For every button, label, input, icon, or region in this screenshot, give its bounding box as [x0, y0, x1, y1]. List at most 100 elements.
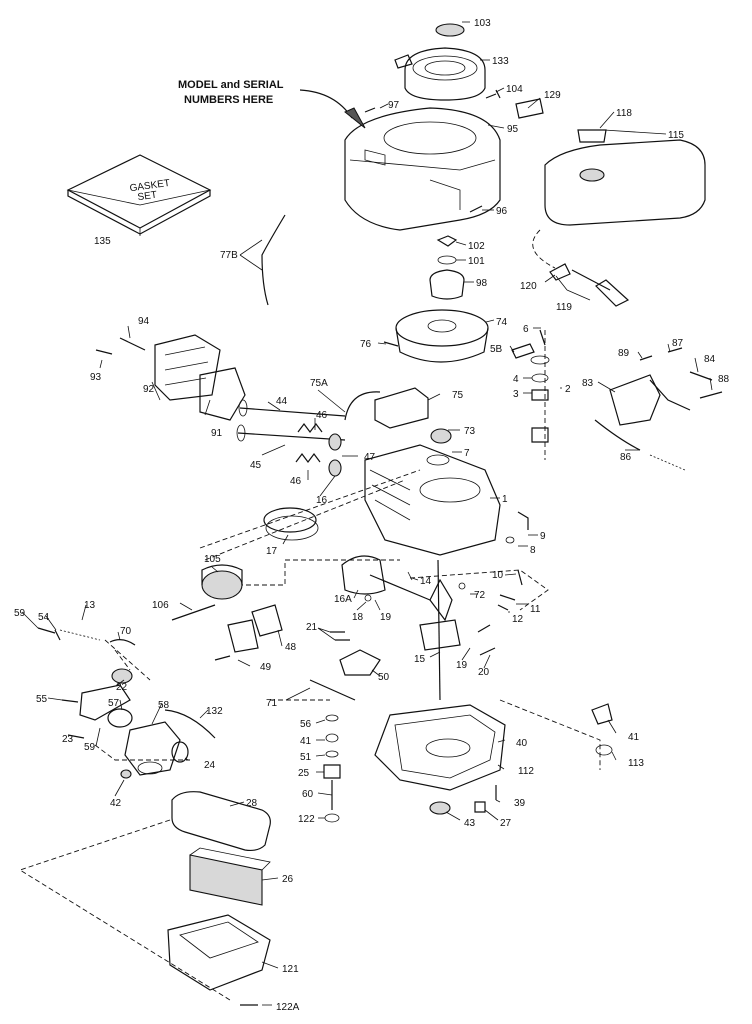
pin-14 — [407, 571, 413, 581]
part-label-46: 46 — [316, 410, 328, 421]
part-label-75: 75 — [452, 390, 464, 401]
link-71 — [164, 709, 216, 739]
part-label-41: 41 — [628, 732, 640, 743]
retainer-47 — [328, 433, 342, 451]
part-label-119: 119 — [556, 302, 572, 313]
part-label-1: 1 — [502, 494, 508, 505]
link-70 — [109, 639, 136, 646]
part-label-14: 14 — [420, 576, 432, 587]
screw-57 — [61, 699, 79, 703]
part-label-28: 28 — [246, 798, 258, 809]
blower-housing-95 — [344, 107, 501, 231]
part-label-41: 41 — [300, 736, 312, 747]
part-label-3: 3 — [513, 389, 519, 400]
piston-16A — [341, 555, 386, 595]
cap-103 — [435, 23, 465, 37]
rod-cap-19 — [477, 624, 491, 633]
part-label-9: 9 — [540, 531, 546, 542]
crankcase-cover-25 — [374, 704, 506, 791]
part-label-42: 42 — [110, 798, 122, 809]
part-label-13: 13 — [84, 600, 96, 611]
primer-55 — [111, 668, 133, 684]
part-label-87: 87 — [672, 338, 684, 349]
part-label-50: 50 — [378, 672, 390, 683]
part-label-105: 105 — [204, 554, 221, 565]
part-label-121: 121 — [282, 964, 299, 975]
screw-50 — [214, 655, 231, 661]
starter-cup-98 — [429, 269, 465, 300]
plate-49 — [227, 619, 259, 653]
head-gasket-91 — [199, 367, 246, 421]
washer-5 — [530, 355, 550, 365]
part-label-122A: 122A — [276, 1002, 300, 1013]
part-label-21: 21 — [306, 622, 318, 633]
valve-head-45 — [236, 424, 246, 442]
fuel-line-119 — [549, 263, 630, 307]
valve-spring-46b — [295, 453, 321, 463]
model-serial-callout-line1: MODEL and SERIAL — [178, 79, 284, 91]
pin-72 — [458, 582, 466, 590]
cylinder-block-1 — [364, 444, 501, 556]
part-label-39: 39 — [514, 798, 526, 809]
part-label-12: 12 — [512, 614, 524, 625]
part-label-106: 106 — [152, 600, 169, 611]
part-label-76: 76 — [360, 339, 372, 350]
gasket-48 — [251, 604, 283, 637]
screw-76 — [383, 341, 399, 347]
screw-59b — [67, 734, 85, 739]
part-label-10: 10 — [492, 570, 504, 581]
valve-head-44 — [238, 399, 248, 417]
part-label-132: 132 — [206, 706, 223, 717]
part-label-48: 48 — [285, 642, 297, 653]
oil-filter-105 — [201, 564, 243, 600]
model-serial-arrow — [299, 89, 353, 119]
part-label-103: 103 — [474, 18, 491, 29]
part-label-84: 84 — [704, 354, 716, 365]
part-label-47: 47 — [364, 452, 376, 463]
part-label-51: 51 — [300, 752, 312, 763]
screw-96 — [469, 205, 483, 213]
part-label-88: 88 — [718, 374, 730, 385]
part-label-22: 22 — [116, 682, 128, 693]
part-label-104: 104 — [506, 84, 523, 95]
part-label-89: 89 — [618, 348, 630, 359]
clip-18 — [364, 594, 372, 602]
gasket-51 — [171, 741, 189, 763]
washer-41b — [325, 750, 339, 758]
washer-54 — [54, 629, 61, 641]
rewind-starter-133 — [394, 47, 486, 101]
part-label-112: 112 — [518, 766, 534, 777]
part-label-54: 54 — [38, 612, 50, 623]
part-label-120: 120 — [520, 281, 537, 292]
part-label-20: 20 — [478, 667, 490, 678]
part-label-45: 45 — [250, 460, 262, 471]
spring-13 — [59, 629, 101, 641]
carburetor-132 — [124, 721, 181, 776]
part-label-2: 2 — [565, 384, 571, 395]
part-label-98: 98 — [476, 278, 488, 289]
spark-plug-94 — [119, 337, 146, 351]
throttle-bracket-83 — [609, 374, 691, 426]
connecting-rod-19 — [369, 574, 431, 601]
part-label-113: 113 — [628, 758, 644, 769]
screws-21 — [330, 631, 350, 641]
spring-86 — [649, 454, 686, 471]
part-label-43: 43 — [464, 818, 476, 829]
part-label-115: 115 — [668, 130, 684, 141]
flywheel-74 — [395, 309, 489, 363]
air-filter-cover-122 — [171, 791, 271, 852]
link-11 — [499, 594, 516, 601]
screw-97 — [364, 107, 376, 113]
ignition-module-75 — [374, 387, 429, 429]
dipstick-113 — [591, 703, 613, 725]
part-label-4: 4 — [513, 374, 519, 385]
model-serial-callout-line2: NUMBERS HERE — [184, 94, 273, 106]
part-label-71: 71 — [266, 698, 278, 709]
intake-56 — [79, 684, 131, 721]
lever-10 — [517, 569, 523, 586]
washer-4 — [531, 373, 549, 383]
piston-rings-17 — [263, 507, 317, 533]
seal-73 — [430, 428, 452, 444]
